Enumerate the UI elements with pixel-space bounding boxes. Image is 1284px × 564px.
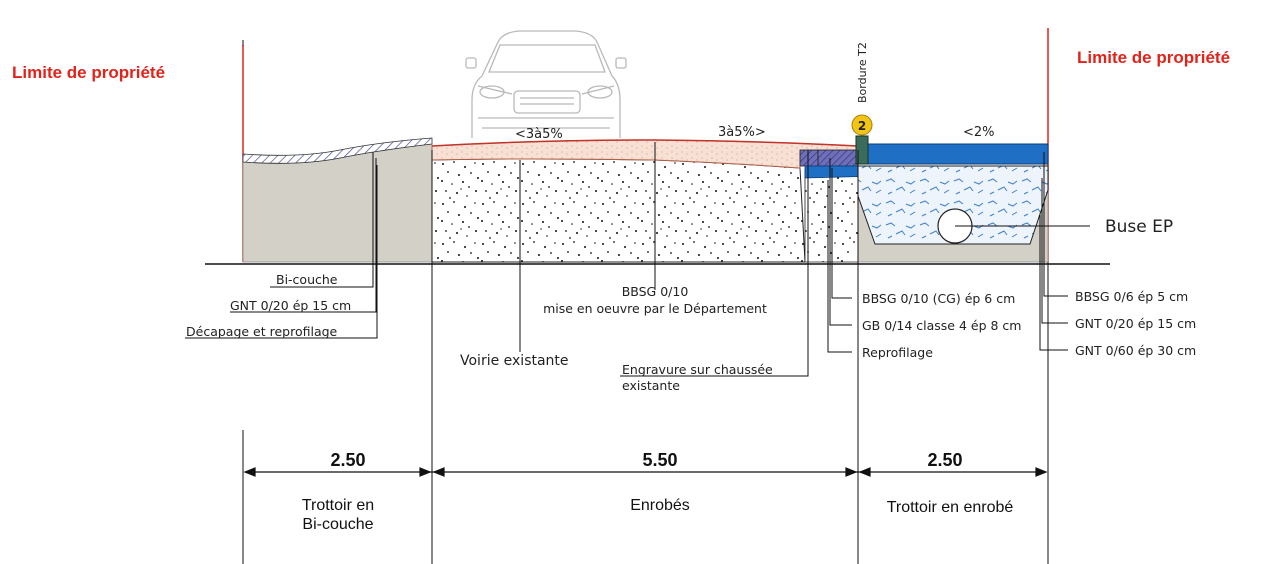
zone-center: Enrobés [630,497,690,514]
gnt-left-label: GNT 0/20 ép 15 cm [230,298,351,313]
curb-t2 [855,135,869,165]
zone-left-line2: Bi-couche [302,516,373,533]
bbsg-center-label-line2: mise en oeuvre par le Département [543,301,767,316]
dimension-left: 2.50 [330,450,365,470]
zone-left-line1: Trottoir en [302,497,374,514]
leader-gnt [230,158,377,313]
engravure-block [799,149,819,167]
bbsg-center-label-line1: BBSG 0/10 [622,284,689,299]
bicouche-label: Bi-couche [276,272,338,287]
marker-number: 2 [858,119,866,133]
existing-roadway [431,158,806,263]
engravure-label-line2: existante [622,378,680,393]
leader-engravure [620,150,809,377]
decapage-label: Décapage et reprofilage [186,324,338,339]
engravure-label-line1: Engravure sur chaussée [622,362,773,377]
property-limit-left-label: Limite de propriété [12,63,165,82]
slope-middle: 3à5%> [718,125,766,140]
right-gnt20-label: GNT 0/20 ép 15 cm [1075,316,1196,331]
roadway-surface-line [431,139,859,147]
leader-reprofilage [827,180,852,353]
slope-right: <2% [963,125,995,140]
left-sidewalk-bicouche [242,137,433,164]
gb-layer-block [817,149,859,167]
voirie-label: Voirie existante [460,353,569,369]
dimension-right: 2.50 [927,450,962,470]
right-gnt60-label: GNT 0/60 ép 30 cm [1075,343,1196,358]
zone-right: Trottoir en enrobé [887,499,1014,516]
marker-badge [851,114,873,136]
curb-label: Bordure T2 [856,42,869,103]
leader-curb-bbsg [831,168,852,299]
leader-curb-gb [829,158,852,326]
pipe-label: Buse EP [1105,217,1173,237]
leader-decapage [185,165,378,339]
curb-bbsg-label: BBSG 0/10 (CG) ép 6 cm [862,291,1015,306]
dimension-line [243,467,1048,477]
leader-right-bbsg [1043,152,1068,297]
reprofilage-label: Reprofilage [862,345,933,360]
leader-right-gnt60 [1039,215,1068,351]
leader-bicouche [270,152,374,288]
car-icon [465,30,627,138]
property-limit-right-label: Limite de propriété [1077,48,1230,67]
right-bbsg-label: BBSG 0/6 ép 5 cm [1075,289,1188,304]
curb-gb-label: GB 0/14 classe 4 ép 8 cm [862,318,1021,333]
slope-left: <3à5% [515,127,563,142]
dimension-center: 5.50 [642,450,677,470]
right-sidewalk-bbsg-layer [857,143,1049,165]
